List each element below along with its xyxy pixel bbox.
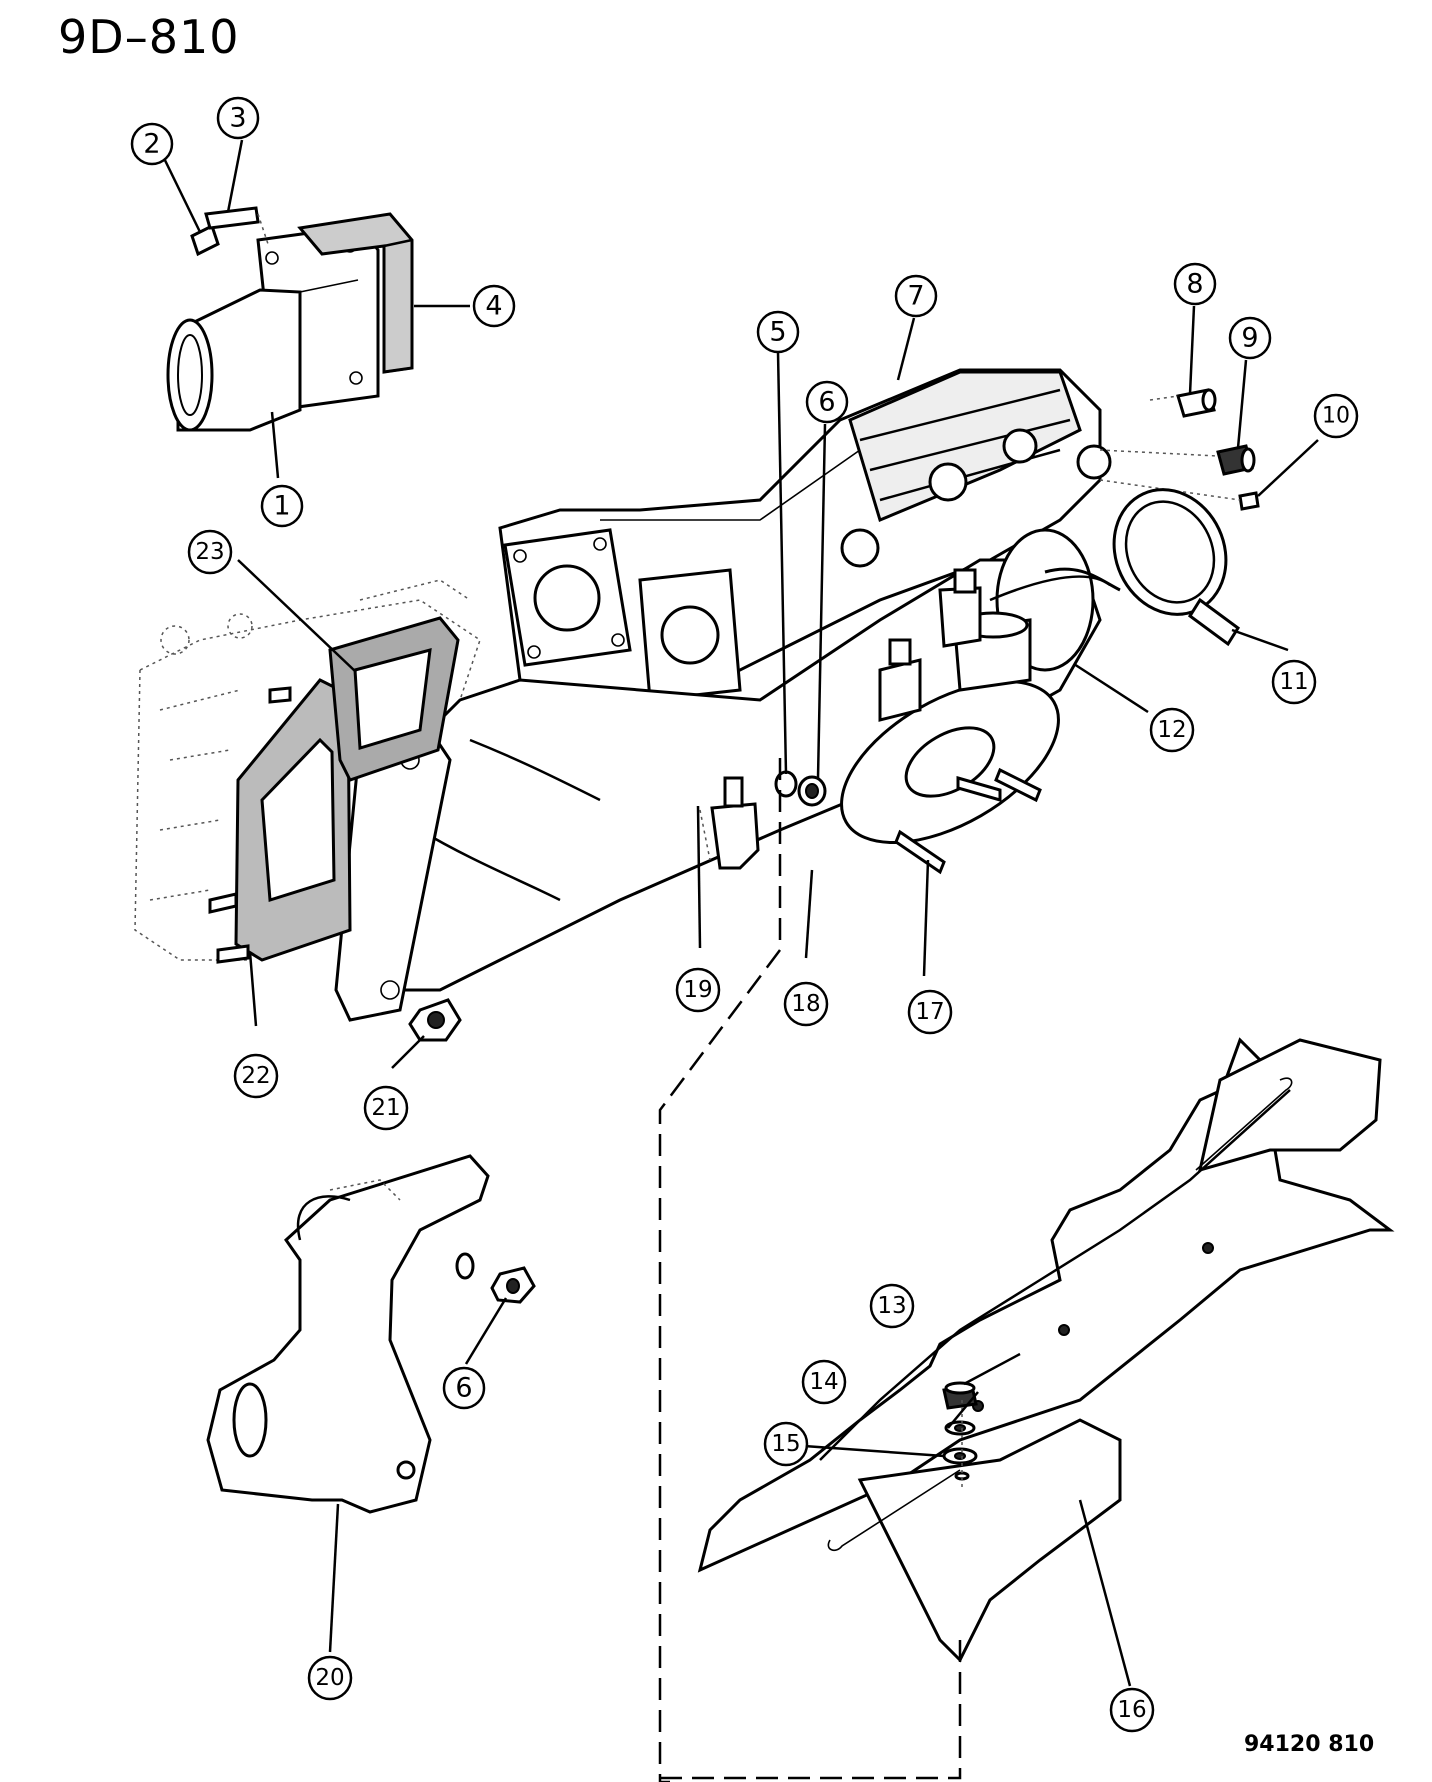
svg-text:14: 14 (809, 1369, 838, 1395)
callout-6a: 6 (805, 380, 849, 424)
svg-text:11: 11 (1279, 669, 1308, 695)
callout-11: 11 (1271, 659, 1317, 705)
callout-20: 20 (307, 1655, 353, 1701)
callout-8: 8 (1173, 262, 1217, 306)
svg-text:22: 22 (241, 1063, 270, 1089)
svg-text:1: 1 (273, 491, 290, 522)
svg-text:5: 5 (769, 317, 786, 348)
drawing-number: 94120 810 (1244, 1732, 1375, 1757)
callout-9: 9 (1228, 316, 1272, 360)
figure-id: 9D–810 (58, 10, 240, 64)
clamp-ring (1112, 488, 1241, 647)
heat-shield (697, 1037, 1395, 1663)
callout-22: 22 (233, 1053, 279, 1099)
callout-13: 13 (869, 1283, 915, 1329)
callout-15: 15 (763, 1421, 809, 1467)
callout-18: 18 (783, 981, 829, 1027)
svg-text:20: 20 (315, 1665, 344, 1691)
callout-17: 17 (907, 989, 953, 1035)
svg-text:6: 6 (818, 387, 835, 418)
callout-10: 10 (1313, 393, 1359, 439)
callout-21: 21 (363, 1085, 409, 1131)
callout-23: 23 (187, 529, 233, 575)
svg-text:18: 18 (791, 991, 820, 1017)
callout-16: 16 (1109, 1687, 1155, 1733)
callout-19: 19 (675, 967, 721, 1013)
svg-text:16: 16 (1117, 1697, 1146, 1723)
engine-block-outline (134, 579, 481, 961)
manifold-studs (878, 568, 1032, 722)
svg-text:8: 8 (1186, 269, 1203, 300)
fittings (1099, 388, 1260, 511)
callout-7: 7 (894, 274, 938, 318)
inlet-adapter (166, 224, 380, 432)
callout-4: 4 (472, 284, 516, 328)
callout-14: 14 (801, 1359, 847, 1405)
svg-text:6: 6 (455, 1373, 472, 1404)
bracket-nut (490, 1266, 536, 1304)
svg-text:23: 23 (195, 539, 224, 565)
svg-text:3: 3 (229, 103, 246, 134)
svg-text:10: 10 (1322, 404, 1350, 429)
svg-text:21: 21 (371, 1095, 400, 1121)
exhaust-flange (840, 679, 1060, 875)
svg-text:7: 7 (907, 281, 924, 312)
callout-3: 3 (216, 96, 260, 140)
svg-text:9: 9 (1241, 323, 1258, 354)
svg-text:19: 19 (683, 977, 712, 1003)
callout-12: 12 (1149, 707, 1195, 753)
svg-text:17: 17 (915, 999, 944, 1025)
support-bracket (206, 1154, 490, 1514)
callout-6b: 6 (442, 1366, 486, 1410)
dashed-path-left (658, 758, 782, 1782)
svg-text:12: 12 (1157, 717, 1186, 743)
callout-1: 1 (260, 484, 304, 528)
bolt-and-washer (190, 206, 269, 257)
adapter-gasket (297, 212, 414, 374)
manifold-nut (408, 998, 462, 1042)
callout-5: 5 (756, 310, 800, 354)
svg-text:4: 4 (485, 291, 502, 322)
exhaust-stud (699, 776, 760, 870)
intake-manifold (498, 368, 1112, 702)
svg-text:15: 15 (771, 1431, 800, 1457)
svg-text:2: 2 (143, 129, 160, 160)
dashed-path-bottom (660, 1640, 962, 1780)
leader-lines (158, 139, 1319, 1687)
callout-2: 2 (130, 122, 174, 166)
manifold-gaskets (208, 616, 460, 964)
svg-text:13: 13 (877, 1293, 906, 1319)
shield-fasteners (942, 1381, 978, 1490)
